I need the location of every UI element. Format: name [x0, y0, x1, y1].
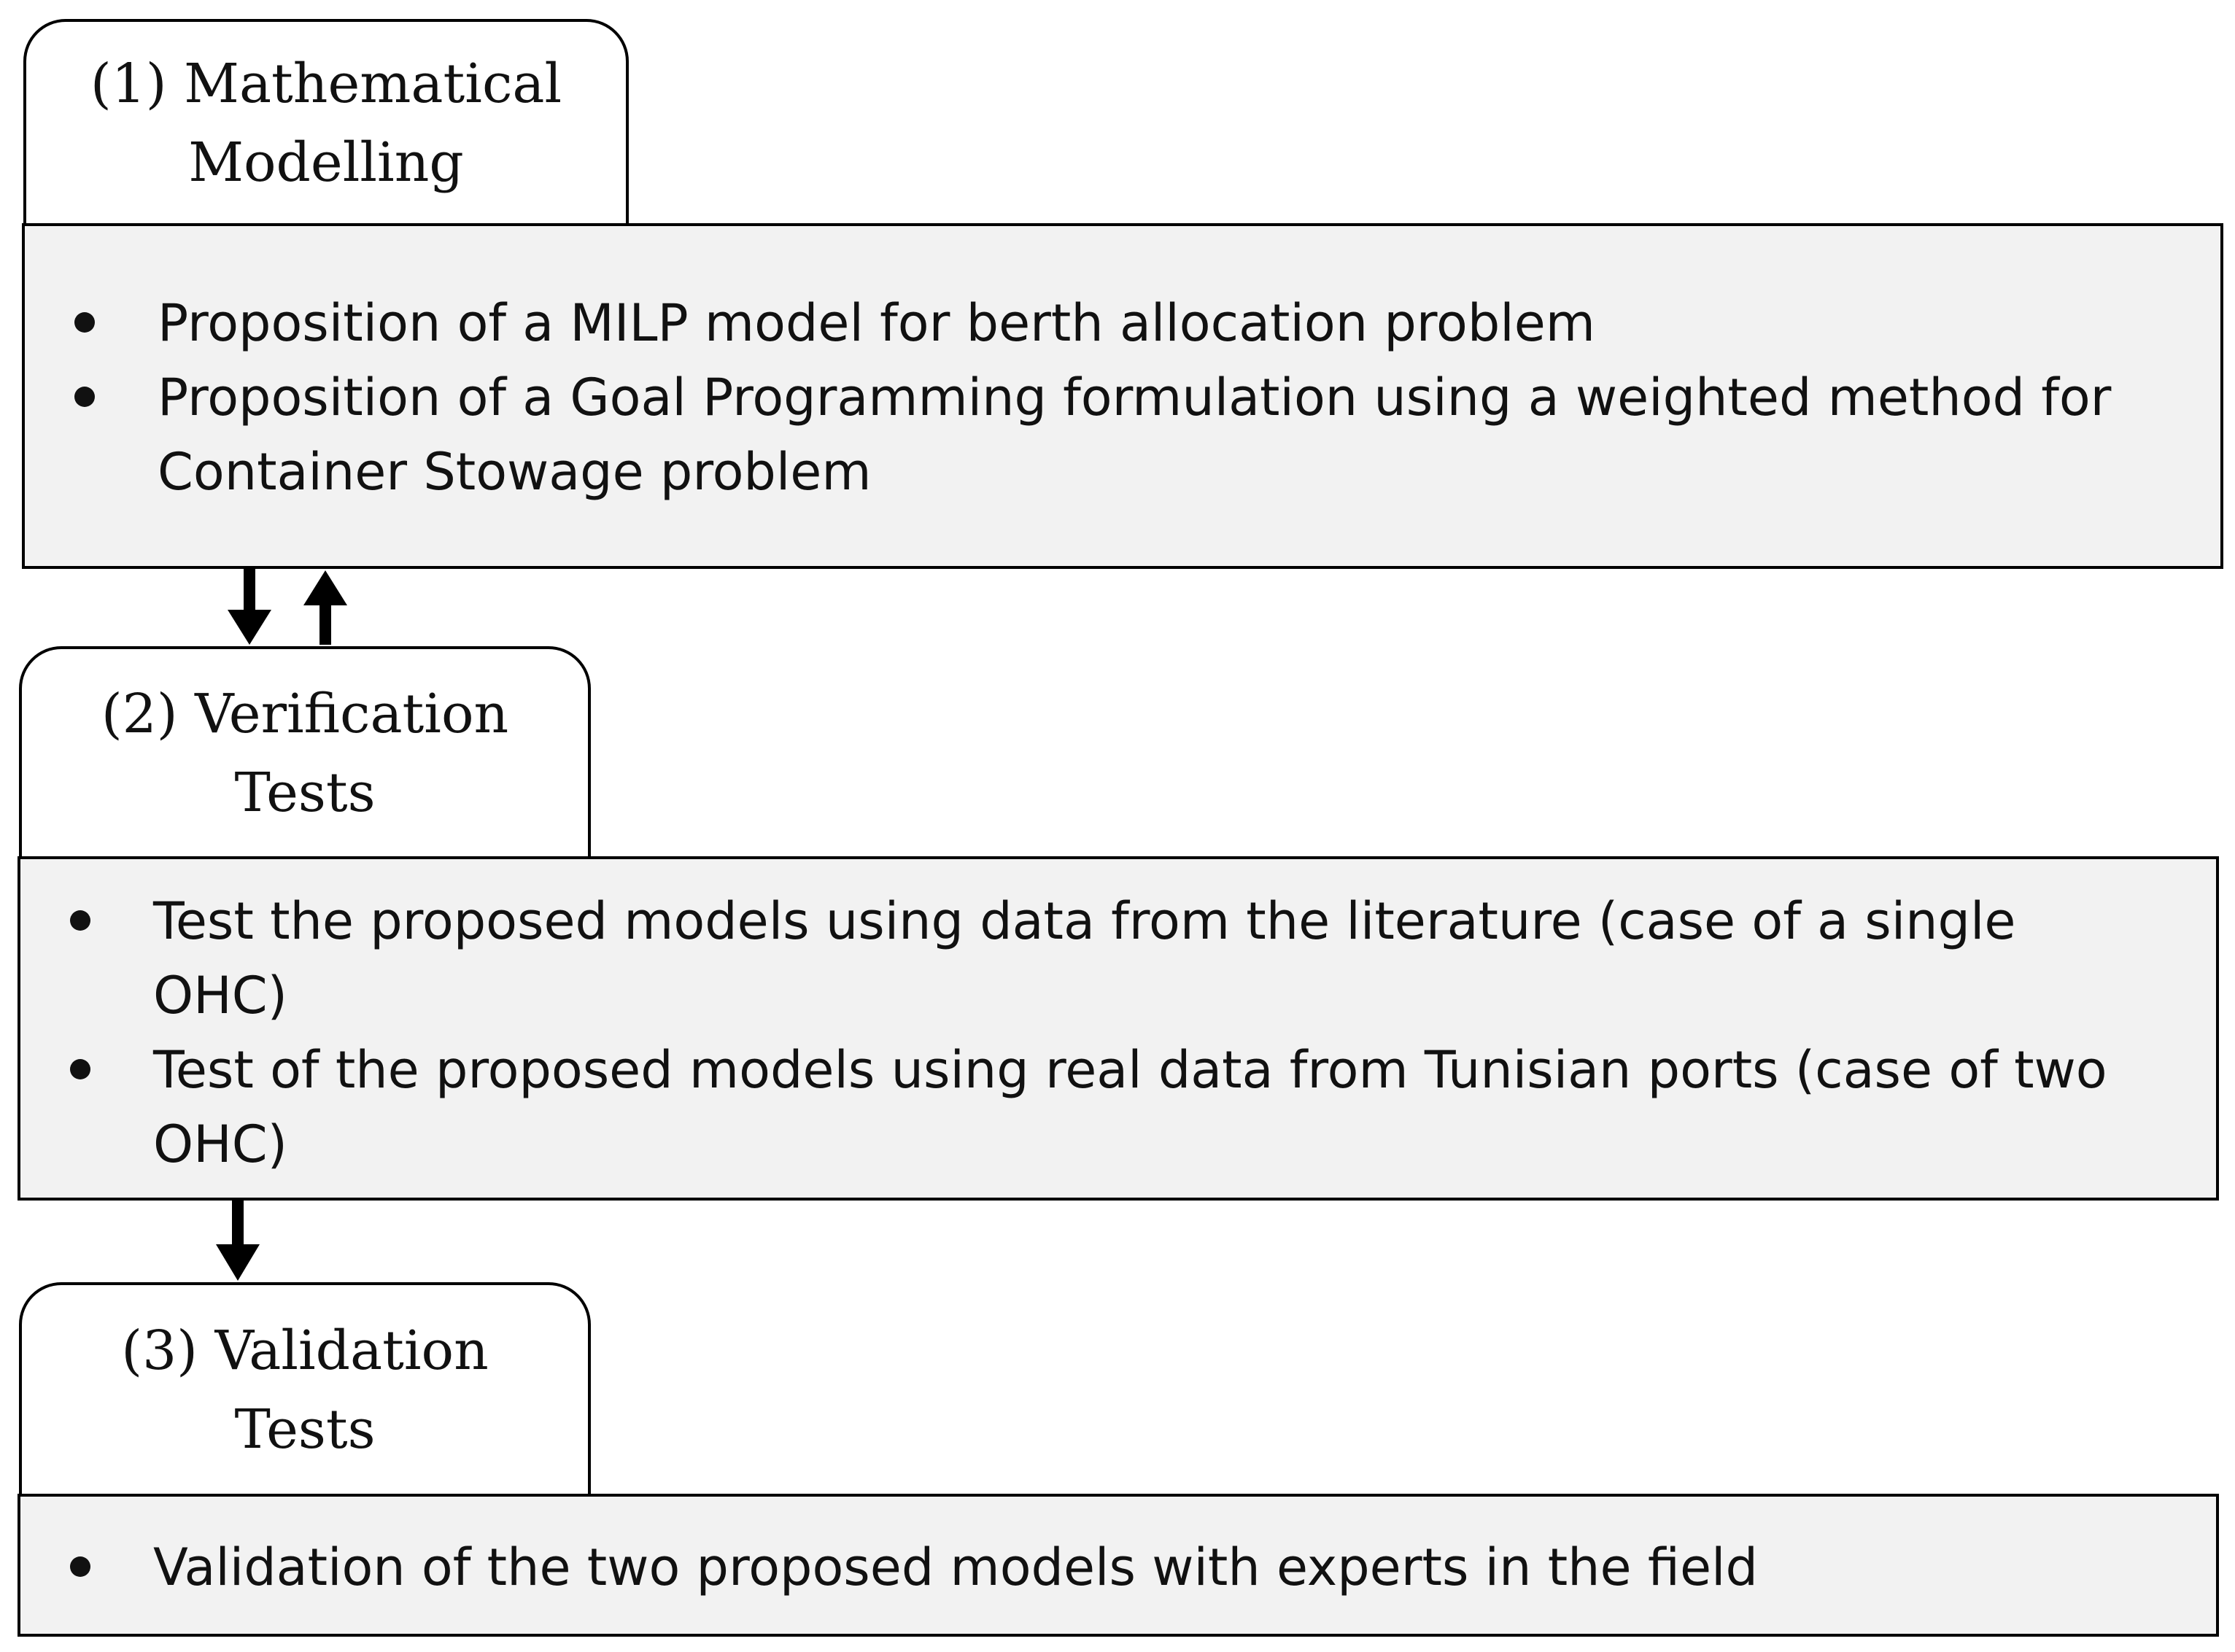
stage-2-list: Test the proposed models using data from… [20, 884, 2216, 1182]
stage-3-title: (3) Validation Tests [19, 1282, 591, 1495]
stage-2-title-text: (2) Verification Tests [101, 683, 509, 824]
bullet-icon [70, 1059, 90, 1079]
stage-2-item-1: Test the proposed models using data from… [20, 884, 2216, 1033]
arrow-down-2-to-3-icon [216, 1201, 260, 1281]
bullet-icon [74, 312, 95, 333]
stage-3-title-text: (3) Validation Tests [121, 1319, 489, 1461]
stage-2-item-2: Test of the proposed models using real d… [20, 1033, 2216, 1182]
bullet-icon [70, 1556, 90, 1577]
arrow-up-2-to-1-icon [303, 570, 347, 645]
stage-2-title: (2) Verification Tests [19, 646, 591, 858]
stage-3-list: Validation of the two proposed models wi… [20, 1530, 2216, 1605]
stage-1-list: Proposition of a MILP model for berth al… [25, 286, 2220, 509]
stage-2-item-1-text: Test the proposed models using data from… [153, 891, 2016, 1025]
stage-1-item-2-text: Proposition of a Goal Programming formul… [158, 368, 2112, 502]
stage-1-item-2: Proposition of a Goal Programming formul… [25, 360, 2220, 509]
stage-1-panel: Proposition of a MILP model for berth al… [22, 223, 2223, 569]
stage-3-item-1-text: Validation of the two proposed models wi… [153, 1537, 1758, 1597]
stage-1-item-1-text: Proposition of a MILP model for berth al… [158, 293, 1595, 353]
bullet-icon [70, 910, 90, 931]
stage-1-title: (1) Mathematical Modelling [23, 19, 629, 225]
stage-2-item-2-text: Test of the proposed models using real d… [153, 1040, 2107, 1174]
stage-2-panel: Test the proposed models using data from… [18, 856, 2219, 1201]
stage-3-panel: Validation of the two proposed models wi… [18, 1494, 2219, 1637]
arrow-down-1-to-2-icon [228, 569, 271, 645]
stage-1-title-text: (1) Mathematical Modelling [90, 53, 562, 194]
bullet-icon [74, 387, 95, 407]
stage-1-item-1: Proposition of a MILP model for berth al… [25, 286, 2220, 360]
stage-3-item-1: Validation of the two proposed models wi… [20, 1530, 2216, 1605]
